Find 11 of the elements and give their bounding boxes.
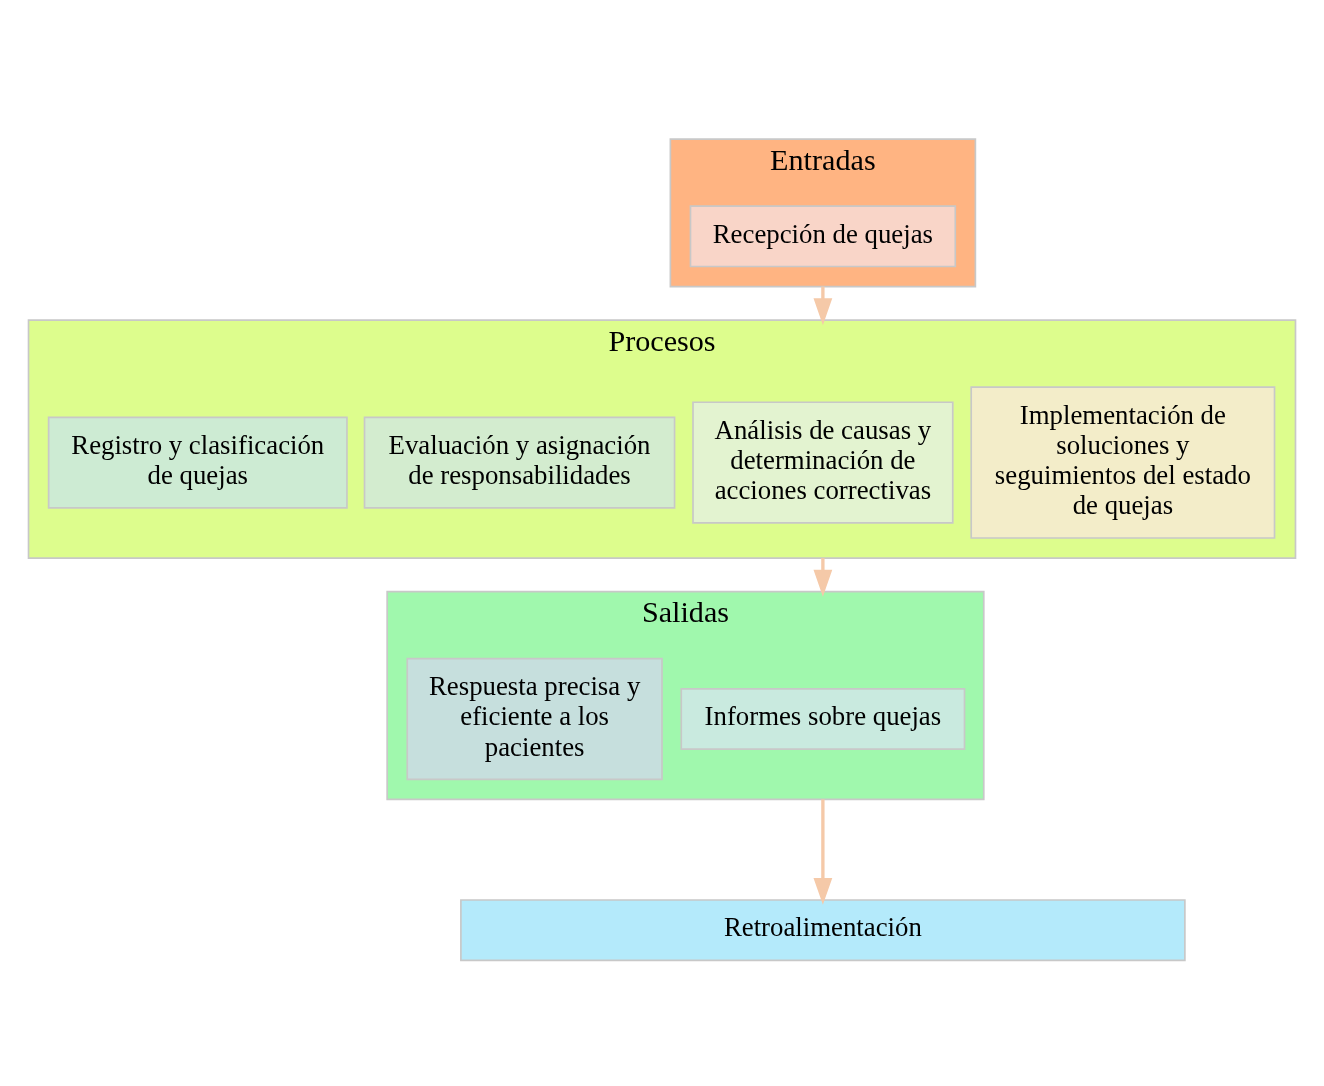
node-box: Informes sobre quejas <box>680 687 966 750</box>
arrow <box>813 799 833 905</box>
arrow <box>813 558 833 597</box>
node-box: Respuesta precisa y eficiente a los pacientes <box>406 657 663 781</box>
node-box: Retroalimentación <box>460 899 1186 962</box>
node-box: Análisis de causas y determinación de acciones correctivas <box>692 401 954 524</box>
node-box: Implementación de soluciones y seguimientos del estado de quejas <box>970 386 1276 539</box>
arrow <box>813 286 833 326</box>
node-box: Registro y clasificación de quejas <box>47 416 348 509</box>
node-box: Evaluación y asignación de responsabilidades <box>363 416 676 509</box>
node-box: Recepción de quejas <box>689 205 957 268</box>
